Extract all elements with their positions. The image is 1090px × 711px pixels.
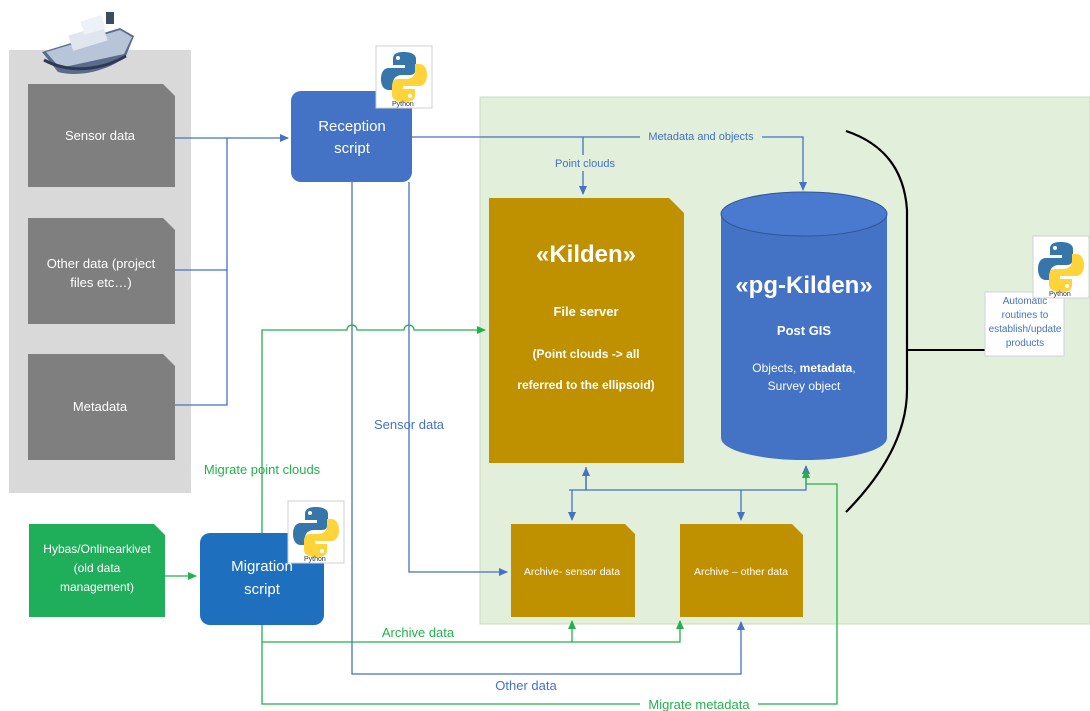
hybas-label-line1: Hybas/Onlinearkivet <box>43 542 151 556</box>
migrate-point-clouds-label: Migrate point clouds <box>204 462 321 477</box>
label-backing <box>552 155 618 171</box>
python-logo-icon: Python <box>375 45 433 109</box>
migrate-metadata-label: Migrate metadata <box>648 697 750 711</box>
pg-kilden-desc-line2: Survey object <box>768 379 841 393</box>
archive-other-data-label: Archive – other data <box>694 566 788 578</box>
kilden-desc-line2: referred to the ellipsoid) <box>517 378 654 392</box>
input-connectors <box>175 134 289 406</box>
sensor-data-box: Sensor data <box>28 84 175 187</box>
automatic-routines-line1: Automatic <box>1003 296 1047 307</box>
other-data-label-line1: Other data (project <box>47 256 156 271</box>
kilden-title: «Kilden» <box>536 241 636 268</box>
python-logo-icon: Python <box>287 500 345 564</box>
other-data-flow-label: Other data <box>495 678 557 693</box>
kilden-desc-line1: (Point clouds -> all <box>532 347 639 361</box>
hybas-onlinearkivet-box: Hybas/Onlinearkivet (old data management… <box>29 524 165 617</box>
label-backing <box>640 696 758 711</box>
reception-script-box: Reception script <box>291 91 412 182</box>
ship-icon <box>42 12 134 75</box>
python-caption: Python <box>392 101 414 108</box>
migration-script-label-line1: Migration <box>231 558 293 575</box>
pg-kilden-title: «pg-Kilden» <box>735 272 872 299</box>
kilden-file-server: «Kilden» File server (Point clouds -> al… <box>489 198 684 463</box>
hybas-label-line3: management) <box>60 580 134 594</box>
pg-kilden-subtitle: Post GIS <box>777 323 832 338</box>
archive-other-data-box: Archive – other data <box>680 524 803 617</box>
archive-sensor-data-box: Archive- sensor data <box>511 524 635 617</box>
automatic-routines-line2: routines to <box>1002 310 1049 321</box>
metadata-and-objects-label: Metadata and objects <box>648 131 754 143</box>
metadata-label: Metadata <box>73 399 128 414</box>
reception-flows <box>351 136 810 675</box>
automatic-routines-line3: establish/update <box>989 324 1062 335</box>
sensor-data-flow-label: Sensor data <box>374 417 445 432</box>
reception-script-label-line2: script <box>334 140 371 157</box>
migration-flows <box>165 324 838 705</box>
label-backing <box>640 128 762 144</box>
grouping-bracket <box>845 129 909 513</box>
pg-kilden-database: «pg-Kilden» Post GIS Objects, metadata, … <box>720 191 888 460</box>
reception-script-label-line1: Reception <box>318 118 386 135</box>
kilden-subtitle: File server <box>553 304 618 319</box>
point-clouds-label: Point clouds <box>555 158 615 170</box>
automatic-routines-box: Automatic routines to establish/update p… <box>984 291 1065 357</box>
sensor-data-label: Sensor data <box>65 128 136 143</box>
svg-text:Python: Python <box>1049 291 1071 298</box>
pg-kilden-desc-line1: Objects, metadata, <box>752 361 855 375</box>
archive-data-label: Archive data <box>382 625 455 640</box>
automatic-routines-line4: products <box>1006 338 1044 349</box>
svg-text:Python: Python <box>304 556 326 563</box>
hybas-label-line2: (old data <box>74 561 121 575</box>
migration-script-label-line2: script <box>244 581 281 598</box>
archive-sensor-data-label: Archive- sensor data <box>524 566 620 578</box>
other-data-label-line2: files etc…) <box>70 275 131 290</box>
metadata-box: Metadata <box>28 354 175 460</box>
python-logo-icon: Python <box>1032 235 1090 299</box>
other-data-box: Other data (project files etc…) <box>28 218 175 324</box>
